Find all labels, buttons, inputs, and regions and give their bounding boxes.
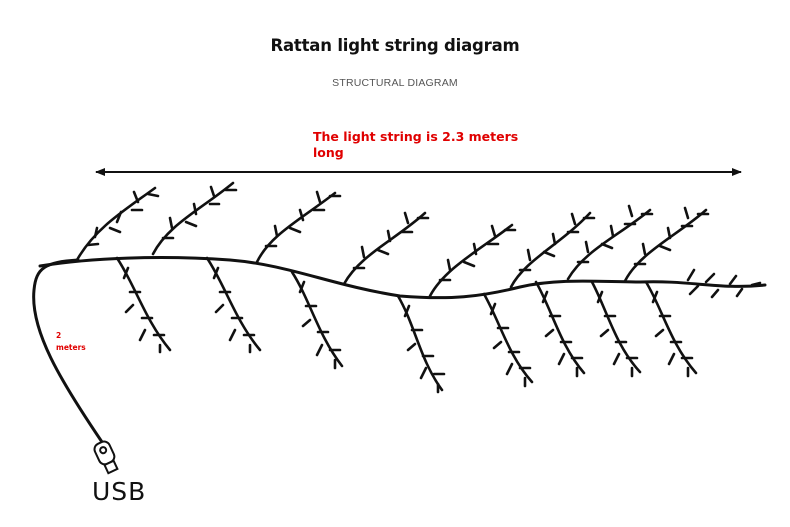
string-length-annotation: The light string is 2.3 meters long bbox=[313, 129, 519, 160]
usb-plug-icon bbox=[93, 440, 119, 475]
diagram-subtitle: STRUCTURAL DIAGRAM bbox=[332, 77, 458, 89]
upward-branches bbox=[75, 181, 708, 298]
downward-branches bbox=[115, 256, 698, 392]
cable-length-annotation: 2 meters bbox=[56, 330, 86, 354]
diagram-title: Rattan light string diagram bbox=[270, 36, 520, 55]
cable-length-value: 2 bbox=[56, 331, 62, 340]
cable-length-unit: meters bbox=[56, 343, 86, 352]
downward-twigs bbox=[122, 266, 694, 394]
upward-twigs bbox=[86, 185, 710, 282]
main-vine bbox=[38, 256, 767, 300]
usb-label: USB bbox=[92, 477, 147, 506]
tail-twigs bbox=[686, 268, 762, 299]
